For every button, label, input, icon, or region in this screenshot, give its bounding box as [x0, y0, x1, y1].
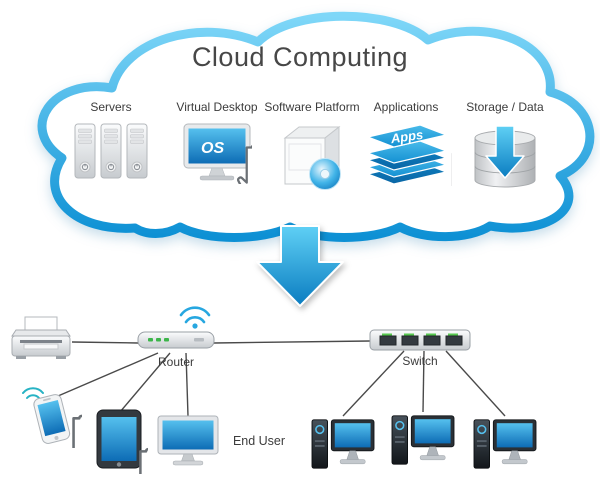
download-arrow-icon [485, 125, 525, 179]
page-title: Cloud Computing [191, 42, 409, 72]
cloud-item-storage-data: Storage / Data [450, 100, 560, 194]
printer-icon [8, 316, 74, 366]
switch-ports [379, 333, 463, 346]
os-screen [188, 128, 246, 164]
storage-data-label: Storage / Data [466, 100, 544, 114]
wifi-signal-icon [179, 306, 211, 324]
server-rack-icon [56, 122, 166, 180]
cloud-item-applications: Applications Apps [351, 100, 461, 186]
wifi-signal-icon [22, 387, 44, 399]
apps-stack-text: Apps [389, 127, 424, 147]
switch-label: Switch [402, 354, 438, 368]
apps-stack-icon: Apps [351, 122, 461, 186]
router-label: Router [157, 355, 195, 369]
smartphone-icon [22, 386, 82, 448]
software-platform-label: Software Platform [264, 100, 360, 114]
switch-icon [368, 324, 472, 354]
desktop-computer-icon [390, 410, 456, 470]
applications-label: Applications [373, 100, 439, 114]
software-box-icon [257, 122, 367, 192]
servers-label: Servers [90, 100, 132, 114]
os-screen-text: OS [201, 140, 224, 157]
end-user-label: End User [232, 434, 286, 448]
download-arrow-icon [256, 225, 344, 307]
cloud-item-servers: Servers [56, 100, 166, 180]
virtual-desktop-label: Virtual Desktop [176, 100, 258, 114]
desktop-computer-icon [310, 414, 376, 474]
monitor-icon [156, 414, 220, 468]
network-connection-lines [57, 340, 506, 417]
cloud-item-software-platform: Software Platform [257, 100, 367, 192]
desktop-computer-icon [472, 414, 538, 474]
virtual-desktop-icon: OS [162, 122, 272, 184]
router-icon [136, 296, 216, 354]
tablet-icon [92, 408, 148, 474]
cloud-item-virtual-desktop: Virtual Desktop OS [162, 100, 272, 184]
storage-cylinder-icon [450, 122, 560, 194]
